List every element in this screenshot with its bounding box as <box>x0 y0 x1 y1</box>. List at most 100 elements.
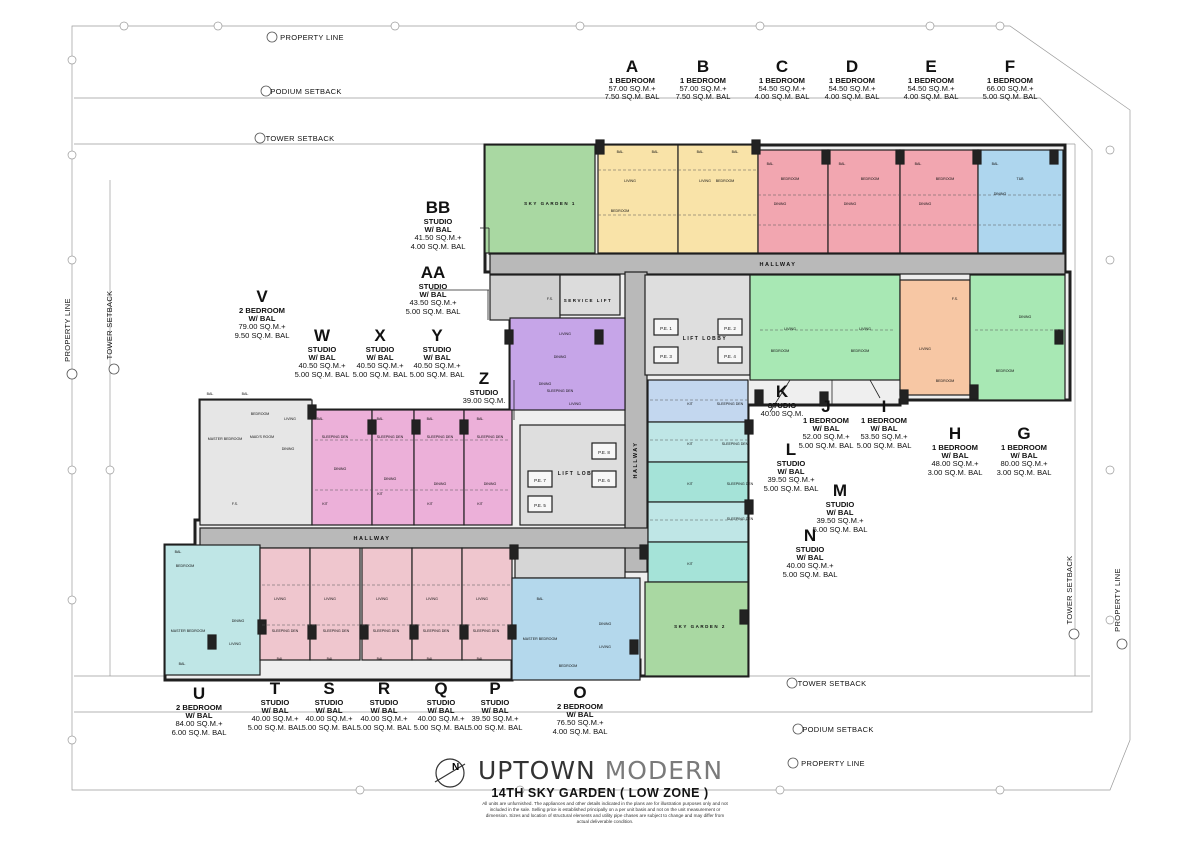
room-label: HALLWAY <box>760 262 797 268</box>
unit-detail-line: 1 BEDROOM <box>908 76 954 85</box>
unit-detail-line: 5.00 SQ.M. BAL <box>301 722 357 732</box>
leader-line <box>769 379 791 413</box>
unit-detail-line: W/ BAL <box>308 353 336 363</box>
room-label: KIT <box>427 502 433 506</box>
room-label: LIVING <box>784 327 796 331</box>
room-label: SKY GARDEN 1 <box>524 201 576 206</box>
service-lift-core <box>559 274 621 316</box>
unit-detail-line: W/ BAL <box>185 711 213 721</box>
room-label: T&B <box>1017 177 1025 181</box>
balcony-label: BAL <box>317 417 324 421</box>
room-label: BEDROOM <box>851 349 870 353</box>
unit-letter: F <box>1004 57 1016 76</box>
unit-letter: D <box>845 57 859 76</box>
room-label: BEDROOM <box>861 177 880 181</box>
unit-detail-line: W/ BAL <box>812 424 840 434</box>
column <box>504 329 514 345</box>
unit-detail-line: STUDIO <box>260 698 290 707</box>
grid-marker <box>67 735 77 745</box>
unit-n <box>647 541 749 583</box>
balcony-label: BAL <box>377 417 384 421</box>
column <box>594 329 604 345</box>
unit-letter: V <box>256 287 268 306</box>
room-label: SKY GARDEN 2 <box>674 624 726 629</box>
unit-detail-line: 1 BEDROOM <box>609 76 655 85</box>
unit-detail-line: 40.50 SQ.M.+ <box>298 361 346 371</box>
room-label: HALLWAY <box>354 536 391 542</box>
passenger-elevator <box>717 346 743 364</box>
setback-label: PROPERTY LINE <box>63 298 72 362</box>
setback-marker-icon <box>787 757 799 769</box>
elevator-label: P.E. 8 <box>598 450 610 455</box>
grid-marker <box>390 21 400 31</box>
column <box>821 149 831 165</box>
room-label: SLEEPING DEN <box>323 629 350 633</box>
unit-e <box>899 149 979 254</box>
column <box>207 634 217 650</box>
room-label: SERVICE LIFT <box>564 298 612 303</box>
unit-a <box>597 144 679 254</box>
grid-marker <box>355 785 365 795</box>
room-label: SLEEPING DEN <box>322 435 349 439</box>
unit-detail-line: 5.00 SQ.M. BAL <box>405 306 461 316</box>
unit-detail-line: STUDIO <box>469 388 499 397</box>
brand-name: UPTOWN MODERN <box>478 756 723 785</box>
room-label: LIVING <box>599 645 611 649</box>
room-label: LIVING <box>324 597 336 601</box>
unit-letter: G <box>1017 424 1031 443</box>
balcony-label: BAL <box>839 162 846 166</box>
room-label: LIVING <box>569 402 581 406</box>
column <box>744 499 754 515</box>
unit-detail-line: 5.00 SQ.M. BAL <box>782 569 838 579</box>
unit-s <box>309 547 361 661</box>
room-label: MASTER BEDROOM <box>523 637 558 641</box>
passenger-elevator <box>527 470 553 488</box>
unit-detail-line: 54.50 SQ.M.+ <box>758 84 806 94</box>
column <box>307 404 317 420</box>
north-arrow-icon: N <box>434 758 466 788</box>
unit-x <box>413 409 465 526</box>
unit-y <box>463 409 513 526</box>
unit-detail-line: 1 BEDROOM <box>1001 443 1047 452</box>
room-label: BEDROOM <box>716 179 735 183</box>
room-label: BEDROOM <box>996 369 1015 373</box>
setback-marker-icon <box>266 31 278 43</box>
column <box>639 544 649 560</box>
balcony-label: BAL <box>915 162 922 166</box>
elevator-label: P.E. 7 <box>534 478 546 483</box>
grid-marker <box>67 595 77 605</box>
column <box>409 624 419 640</box>
unit-detail-line: 5.00 SQ.M. BAL <box>982 92 1038 102</box>
unit-detail-line: 3.00 SQ.M. BAL <box>996 467 1052 477</box>
unit-letter: K <box>775 382 789 401</box>
unit-detail-line: 5.00 SQ.M. BAL <box>798 440 854 450</box>
passenger-elevator <box>653 318 679 336</box>
hallway-vertical <box>624 271 648 573</box>
room-label: SLEEPING DEN <box>373 629 400 633</box>
room-label: KIT <box>322 502 328 506</box>
unit-detail-line: 1 BEDROOM <box>829 76 875 85</box>
unit-detail-line: 3.00 SQ.M. BAL <box>927 467 983 477</box>
unit-letter: O <box>573 683 587 702</box>
room-label: LIVING <box>274 597 286 601</box>
grid-marker <box>67 465 77 475</box>
grid-marker <box>995 21 1005 31</box>
balcony-label: BAL <box>732 150 739 154</box>
grid-marker <box>1105 145 1115 155</box>
setback-marker-icon <box>1068 628 1080 640</box>
room-label: BEDROOM <box>936 177 955 181</box>
balcony-label: BAL <box>327 657 334 661</box>
setback-label: TOWER SETBACK <box>266 134 335 143</box>
room-label: KIT <box>687 482 693 486</box>
unit-detail-line: 7.50 SQ.M. BAL <box>604 92 660 102</box>
grid-marker <box>213 21 223 31</box>
room-label: SLEEPING DEN <box>727 517 754 521</box>
elevator-label: P.E. 1 <box>660 326 672 331</box>
balcony-label: BAL <box>175 550 182 554</box>
unit-detail-line: STUDIO <box>795 545 825 554</box>
